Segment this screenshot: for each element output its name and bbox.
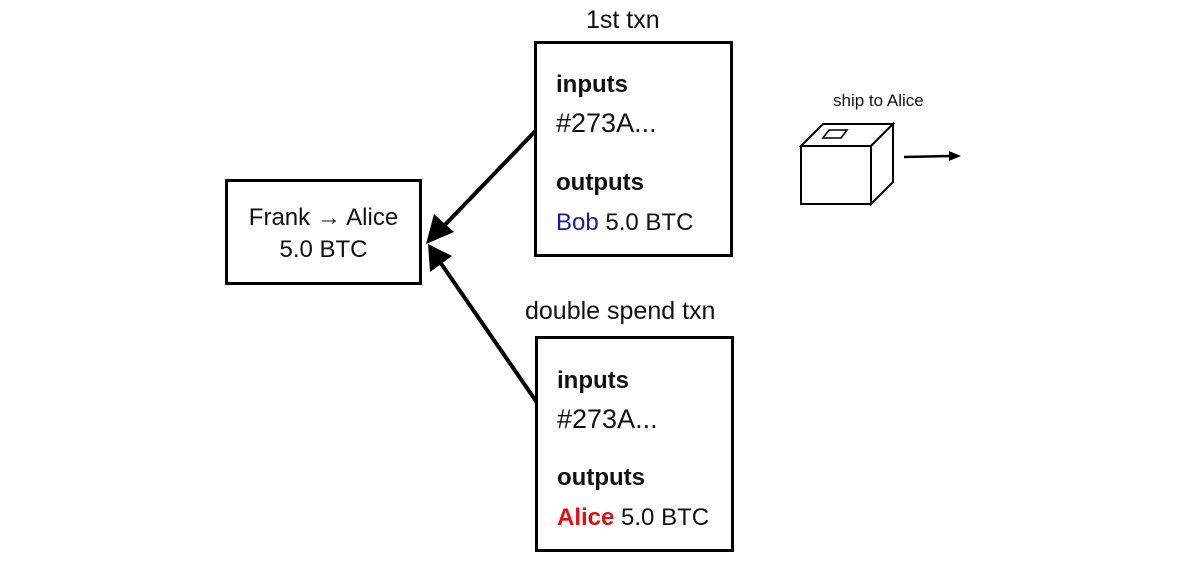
source-txn-line1: Frank → Alice [248, 204, 399, 231]
source-txn-amount: 5.0 BTC [279, 236, 368, 263]
first-txn-title: 1st txn [586, 6, 660, 34]
source-txn-box: Frank → Alice 5.0 BTC [225, 179, 422, 285]
arrow-double-spend-to-source [428, 244, 549, 419]
first-txn-inputs-label: inputs [556, 71, 628, 98]
arrow-first-txn-to-source [426, 118, 548, 244]
first-txn-recipient: Bob [556, 209, 599, 236]
double-spend-outputs-label: outputs [557, 464, 645, 491]
double-spend-output: Alice 5.0 BTC [557, 504, 709, 532]
first-txn-box: inputs #273A... outputs Bob 5.0 BTC [534, 41, 733, 257]
first-txn-amount: 5.0 BTC [598, 209, 694, 236]
double-spend-input-id: #273A... [557, 404, 658, 434]
double-spend-inputs-label: inputs [557, 367, 629, 394]
ship-arrow [903, 151, 961, 161]
double-spend-title: double spend txn [525, 297, 716, 325]
first-txn-output: Bob 5.0 BTC [556, 209, 693, 237]
double-spend-recipient: Alice [557, 504, 615, 531]
first-txn-input-id: #273A... [556, 108, 657, 138]
package-box-icon [798, 121, 896, 207]
ship-caption: ship to Alice [833, 91, 924, 110]
first-txn-outputs-label: outputs [556, 169, 644, 196]
double-spend-box: inputs #273A... outputs Alice 5.0 BTC [535, 336, 734, 552]
double-spend-amount: 5.0 BTC [614, 504, 710, 531]
